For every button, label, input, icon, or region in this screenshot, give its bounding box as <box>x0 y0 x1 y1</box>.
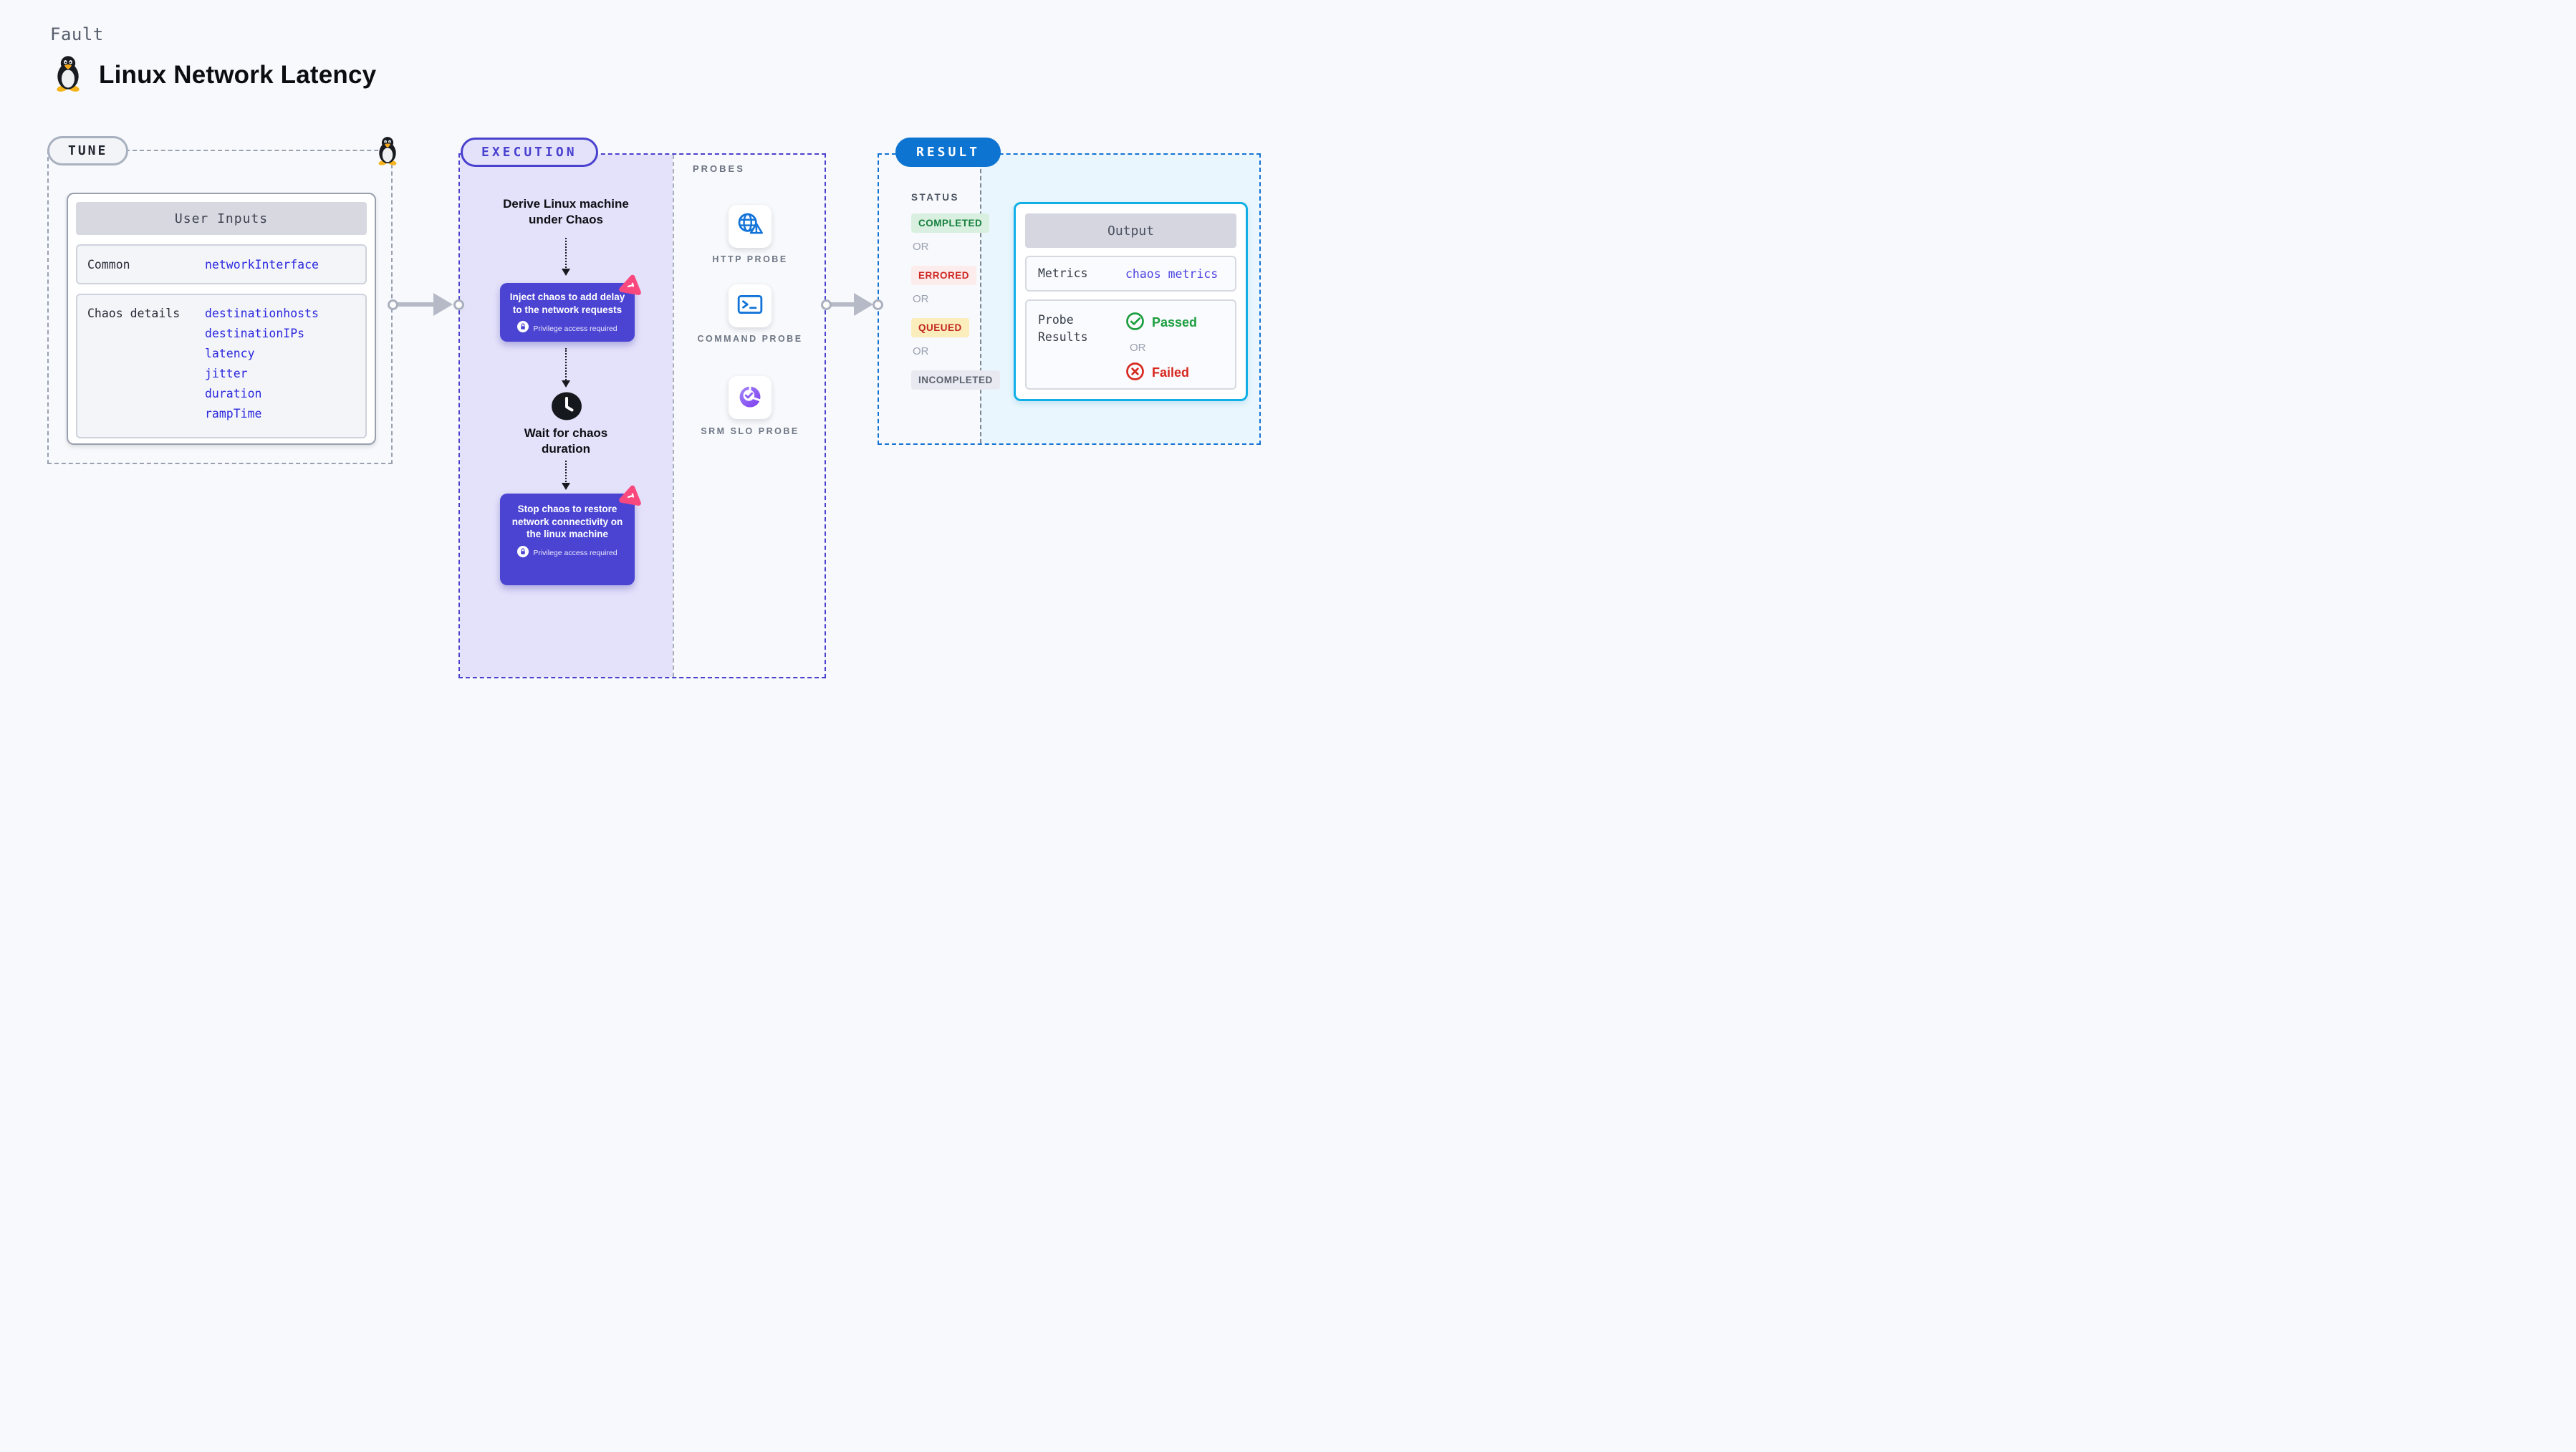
connector-node-icon <box>821 299 832 310</box>
terminal-icon <box>736 292 764 320</box>
privilege-note: Privilege access required <box>533 549 617 557</box>
input-value: rampTime <box>205 407 262 420</box>
input-value: latency <box>205 347 255 360</box>
arrow-right-icon <box>854 293 873 316</box>
metrics-row: Metrics chaos metrics <box>1025 256 1236 292</box>
chaos-icon <box>617 271 644 298</box>
input-value: destinationhosts <box>205 307 319 320</box>
check-circle-icon <box>1125 312 1145 334</box>
input-row-label: Common <box>87 257 130 271</box>
connector-node-icon <box>453 299 464 310</box>
globe-warning-icon <box>736 211 764 242</box>
result-pill: RESULT <box>895 138 1001 167</box>
execution-pill: EXECUTION <box>461 138 598 167</box>
wait-step-text: Wait for chaos duration <box>524 426 608 456</box>
arrow-down-icon <box>562 461 570 490</box>
input-value: destinationIPs <box>205 327 305 340</box>
status-badge: ERRORED <box>911 266 977 285</box>
step-text: Inject chaos to add delay to the network… <box>509 292 625 315</box>
input-row-label: Chaos details <box>87 307 181 320</box>
tux-icon <box>52 54 85 95</box>
clock-icon <box>552 392 582 424</box>
page-header: Linux Network Latency <box>52 54 376 95</box>
connector-node-icon <box>388 299 398 310</box>
pie-check-icon <box>736 382 764 414</box>
tune-section: TUNE User Inputs Common networkInterface <box>47 136 397 464</box>
status-output-divider <box>980 155 981 443</box>
probe-label: HTTP PROBE <box>712 254 788 264</box>
status-badge: COMPLETED <box>911 213 990 233</box>
status-column: STATUS COMPLETED OR ERRORED OR QUEUED OR… <box>911 192 1000 390</box>
user-inputs-card: User Inputs Common networkInterface Chao… <box>67 193 376 445</box>
result-section: RESULT STATUS COMPLETED OR ERRORED OR QU… <box>878 138 1261 445</box>
input-value: jitter <box>205 367 248 380</box>
connector-node-icon <box>873 299 883 310</box>
execution-section: EXECUTION Derive Linux machine under Cha… <box>458 138 826 678</box>
command-probe-card <box>729 284 772 327</box>
srm-slo-probe-card <box>729 376 772 419</box>
user-inputs-title: User Inputs <box>76 202 367 235</box>
arrow-down-icon <box>562 348 570 388</box>
tune-pill: TUNE <box>47 136 129 165</box>
status-heading: STATUS <box>911 192 959 203</box>
execution-probes-divider <box>673 155 674 677</box>
privilege-note: Privilege access required <box>533 324 617 333</box>
status-badge: INCOMPLETED <box>911 370 1000 390</box>
output-card: Output Metrics chaos metrics Probe Resul… <box>1014 202 1248 401</box>
input-value: duration <box>205 387 262 400</box>
arrow-down-icon <box>562 238 570 276</box>
probe-results-row: Probe Results Passed OR <box>1025 299 1236 390</box>
metrics-label: Metrics <box>1038 266 1088 280</box>
http-probe-card <box>729 205 772 248</box>
probe-results-label: Probe Results <box>1038 313 1088 344</box>
arrow-right-icon <box>433 293 453 316</box>
fault-diagram: Fault Linux Network Latency TUNE <box>0 0 1288 726</box>
step-text: Stop chaos to restore network connectivi… <box>511 504 623 539</box>
lock-icon <box>517 545 529 561</box>
connector-shaft <box>830 302 859 307</box>
x-circle-icon <box>1125 362 1145 384</box>
metrics-value: chaos metrics <box>1125 266 1219 281</box>
input-value: networkInterface <box>205 257 319 271</box>
passed-label: Passed <box>1152 315 1198 330</box>
probe-label: SRM SLO PROBE <box>701 426 799 436</box>
failed-label: Failed <box>1152 365 1190 380</box>
or-label: OR <box>913 293 929 305</box>
or-label: OR <box>913 345 929 357</box>
or-label: OR <box>1130 342 1146 354</box>
chaos-icon <box>617 482 644 509</box>
derive-step-text: Derive Linux machine under Chaos <box>503 197 629 226</box>
input-row-common: Common networkInterface <box>76 244 367 284</box>
stop-chaos-step: Stop chaos to restore network connectivi… <box>500 485 641 585</box>
probe-label: COMMAND PROBE <box>697 334 803 344</box>
probes-heading: PROBES <box>693 163 745 174</box>
connector-shaft <box>397 302 434 307</box>
or-label: OR <box>913 241 929 253</box>
output-title: Output <box>1025 213 1236 248</box>
inject-chaos-step: Inject chaos to add delay to the network… <box>500 274 641 342</box>
tux-icon-small <box>375 135 400 169</box>
fault-kicker: Fault <box>50 24 104 44</box>
input-row-chaos-details: Chaos details destinationhosts destinati… <box>76 294 367 438</box>
page-title: Linux Network Latency <box>99 60 377 89</box>
lock-icon <box>517 321 529 336</box>
status-badge: QUEUED <box>911 318 969 337</box>
